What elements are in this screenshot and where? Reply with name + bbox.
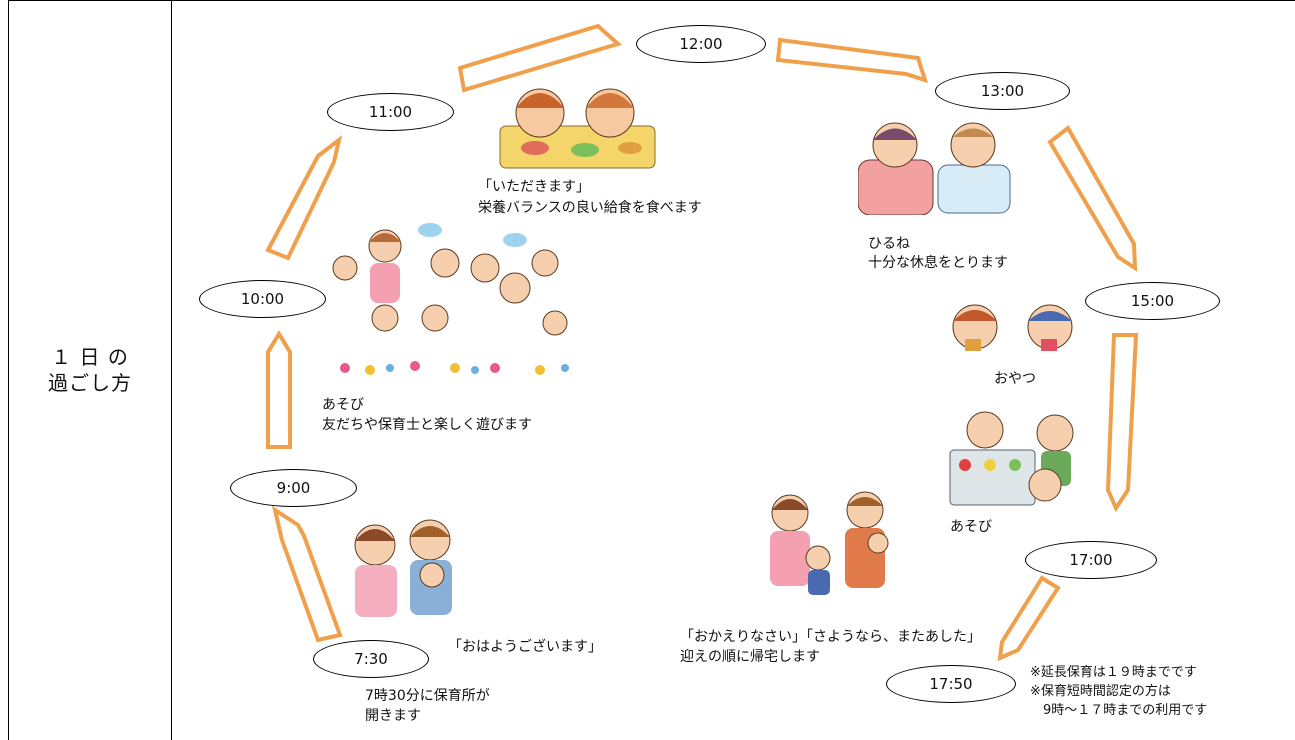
arrow-1700-1750 (997, 575, 1061, 662)
table-top-border (8, 0, 1295, 1)
pickup-line2: 迎えの順に帰宅します (680, 649, 820, 665)
time-1100: 11:00 (327, 93, 454, 131)
children-snack-illustration (952, 304, 1073, 351)
note-short-hours: ※保育短時間認定の方は (1030, 684, 1171, 699)
arrow-0730-0900 (271, 505, 343, 643)
children-play-store-illustration (949, 411, 1074, 506)
pickup-illustration (770, 491, 889, 595)
time-1700: 17:00 (1025, 541, 1157, 579)
snack-caption: おやつ (994, 371, 1036, 387)
arrow-1200-1300 (775, 37, 929, 84)
open-line1: 7時30分に保育所が (365, 688, 490, 704)
arrow-1300-1500 (1047, 125, 1138, 272)
time-1750: 17:50 (886, 665, 1016, 703)
row-label-line1: １ 日 の (51, 345, 129, 369)
note-short-hours-detail: 9時～１７時までの利用です (1030, 703, 1208, 718)
morning-greeting-illustration (354, 519, 452, 617)
arrow-1100-1200 (457, 23, 623, 93)
lunch-title: 「いただきます」 (478, 179, 590, 195)
time-1200: 12:00 (636, 25, 766, 63)
note-extended-care: ※延長保育は１９時までです (1030, 665, 1197, 680)
arrow-1000-1100 (265, 135, 343, 261)
column-divider (171, 0, 172, 740)
children-playing-illustration (332, 223, 569, 375)
table-left-border (8, 0, 9, 740)
time-0900: 9:00 (230, 469, 357, 507)
children-sleeping-illustration (858, 122, 1011, 215)
lunch-description: 栄養バランスの良い給食を食べます (478, 200, 702, 216)
play2-caption: あそび (950, 519, 992, 535)
row-label: １ 日 の 過ごし方 (30, 344, 150, 396)
pickup-line1: 「おかえりなさい」「さようなら、またあした」 (680, 629, 981, 645)
row-label-line2: 過ごし方 (48, 371, 132, 395)
greeting-caption: 「おはようございます」 (448, 639, 602, 655)
time-1500: 15:00 (1085, 282, 1220, 320)
nap-title: ひるね (868, 236, 910, 252)
arrow-0900-1000 (266, 330, 292, 449)
time-0730: 7:30 (313, 640, 429, 678)
nap-description: 十分な休息をとります (868, 255, 1008, 271)
play-title: あそび (322, 397, 364, 413)
arrow-1500-1700 (1105, 333, 1139, 513)
play-description: 友だちや保育士と楽しく遊びます (322, 417, 532, 433)
time-1000: 10:00 (199, 280, 326, 318)
children-eating-illustration (499, 88, 656, 169)
open-line2: 開きます (365, 708, 421, 724)
time-1300: 13:00 (935, 72, 1070, 110)
